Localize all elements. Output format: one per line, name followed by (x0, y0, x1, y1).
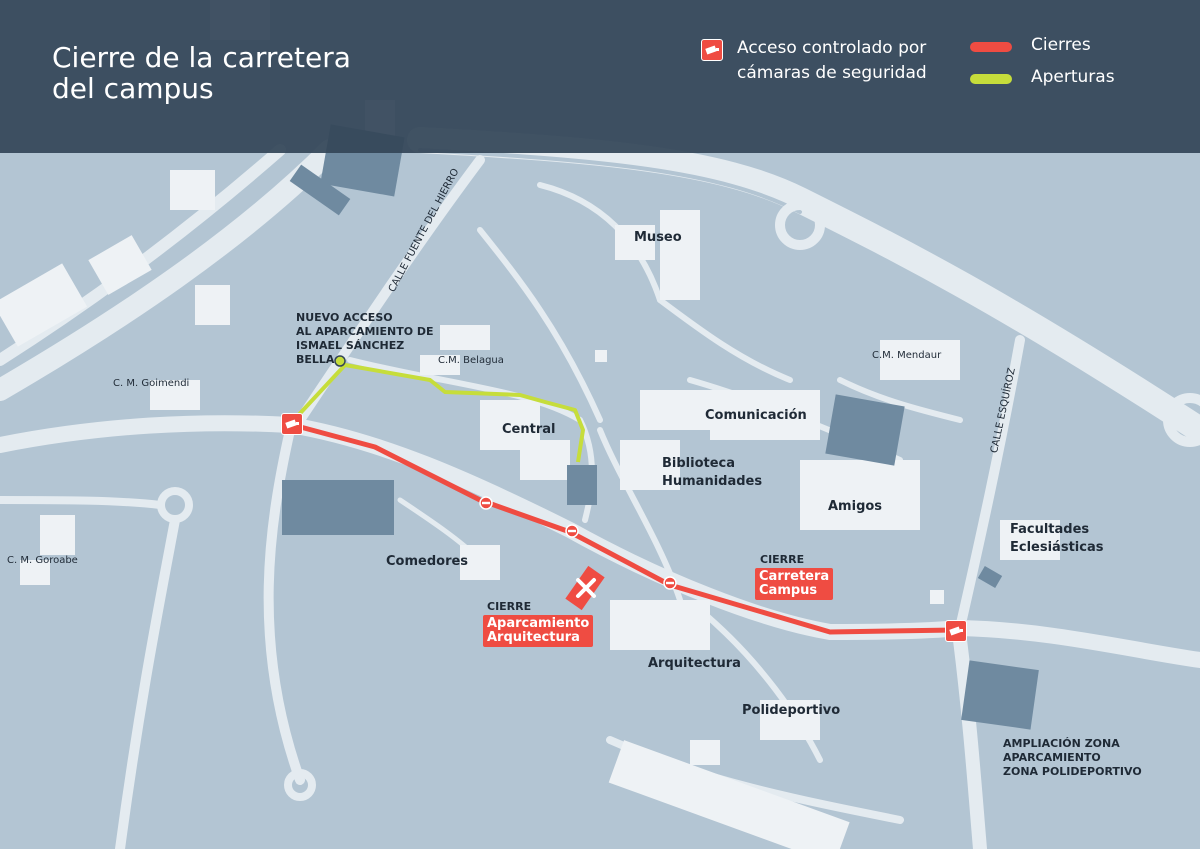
title-line-1: Cierre de la carretera (52, 41, 351, 74)
ampliacion-line-1: AMPLIACIÓN ZONA (1003, 737, 1120, 750)
cierre-arquitectura-caption: CIERRE (487, 600, 532, 613)
place-label-polideportivo: Polideportivo (742, 703, 841, 718)
no-entry-signs (479, 496, 677, 590)
new-access-marker-icon (334, 355, 346, 367)
nuevo-acceso-line-3: ISMAEL SÁNCHEZ (296, 339, 405, 352)
place-label-comunicacion: Comunicación (705, 408, 807, 423)
place-label-facultades: Facultades Eclesiásticas (1010, 521, 1103, 557)
ampliacion-line-2: APARCAMIENTO (1003, 751, 1101, 764)
place-label-cm-goimendi: C. M. Goimendi (113, 378, 190, 389)
place-label-arquitectura: Arquitectura (648, 656, 741, 671)
place-label-museo: Museo (634, 230, 682, 245)
place-label-cm-mendaur: C.M. Mendaur (872, 350, 942, 361)
legend-camera-line-2: cámaras de seguridad (737, 63, 927, 83)
legend-camera-icon (701, 39, 723, 61)
legend-closures-label: Cierres (1031, 35, 1091, 55)
camera-icon (281, 413, 303, 435)
legend-camera-label: Acceso controlado por cámaras de segurid… (737, 36, 957, 86)
legend-camera-line-1: Acceso controlado por (737, 38, 927, 58)
title-line-2: del campus (52, 72, 214, 105)
annotation-ampliacion: AMPLIACIÓN ZONA APARCAMIENTO ZONA POLIDE… (1003, 737, 1142, 779)
nuevo-acceso-line-4: BELLA (296, 353, 335, 366)
place-label-cm-goroabe: C. M. Goroabe (7, 555, 78, 566)
cierre-carretera-line-1: Carretera (759, 569, 830, 584)
cierre-carretera-badge: Carretera Campus (755, 568, 834, 600)
cierre-arquitectura-badge: Aparcamiento Arquitectura (483, 615, 594, 647)
place-label-biblioteca-line-2: Humanidades (662, 474, 763, 489)
camera-icon (945, 620, 967, 642)
header-panel: Cierre de la carretera del campus Acceso… (0, 0, 1200, 153)
map-title: Cierre de la carretera del campus (52, 42, 392, 104)
cierre-carretera-line-2: Campus (759, 583, 818, 598)
opening-route (290, 363, 585, 463)
nuevo-acceso-line-1: NUEVO ACCESO (296, 311, 393, 324)
cierre-arquitectura-line-2: Arquitectura (487, 630, 580, 645)
closed-parking-cross-icon (576, 578, 596, 598)
place-label-cm-belagua: C.M. Belagua (438, 355, 504, 366)
place-label-facultades-line-2: Eclesiásticas (1010, 540, 1104, 555)
legend-openings-label: Aperturas (1031, 67, 1115, 87)
place-label-biblioteca: Biblioteca Humanidades (662, 455, 762, 491)
cierre-carretera-caption: CIERRE (760, 553, 805, 566)
legend-openings-swatch (970, 74, 1012, 84)
place-label-comedores: Comedores (386, 554, 469, 569)
place-label-biblioteca-line-1: Biblioteca (662, 456, 736, 471)
place-label-central: Central (502, 422, 556, 437)
nuevo-acceso-line-2: AL APARCAMIENTO DE (296, 325, 434, 338)
buildings (0, 0, 1060, 849)
road-network (0, 127, 1200, 849)
annotation-nuevo-acceso: NUEVO ACCESO AL APARCAMIENTO DE ISMAEL S… (296, 311, 434, 367)
ampliacion-line-3: ZONA POLIDEPORTIVO (1003, 765, 1142, 778)
cierre-arquitectura-line-1: Aparcamiento (487, 616, 590, 631)
place-label-facultades-line-1: Facultades (1010, 522, 1090, 537)
parking-lots (282, 124, 1039, 730)
legend-closures-swatch (970, 42, 1012, 52)
place-label-amigos: Amigos (828, 499, 883, 514)
